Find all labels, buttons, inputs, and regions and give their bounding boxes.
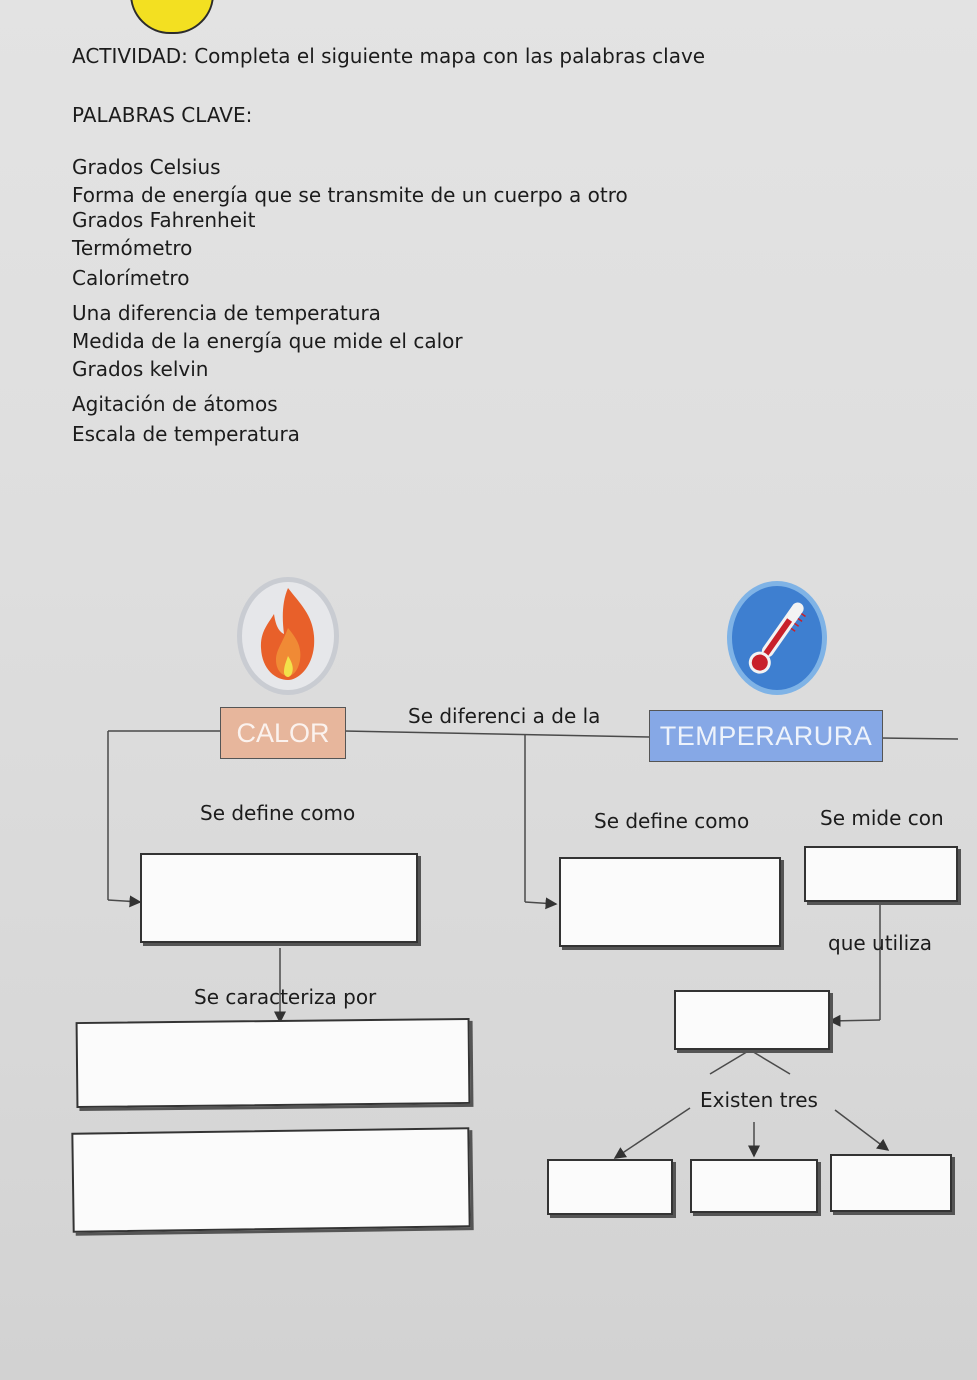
- keyword-item: Una diferencia de temperatura: [72, 300, 381, 325]
- thermometer-icon: [727, 581, 827, 695]
- answer-box-calor-definicion[interactable]: [140, 853, 418, 943]
- keywords-title: PALABRAS CLAVE:: [72, 103, 253, 127]
- link-utiliza: que utiliza: [828, 931, 932, 955]
- keyword-item: Grados Fahrenheit: [72, 207, 256, 232]
- keyword-item: Medida de la energía que mide el calor: [72, 329, 463, 353]
- link-calor-define: Se define como: [200, 801, 356, 825]
- keyword-item: Agitación de átomos: [72, 391, 278, 416]
- keyword-item: Escala de temperatura: [72, 422, 300, 446]
- link-temp-define: Se define como: [594, 809, 750, 833]
- link-temp-mide: Se mide con: [820, 806, 944, 830]
- flame-icon: [237, 577, 339, 695]
- link-calor-caracteriza: Se caracteriza por: [194, 985, 377, 1009]
- answer-box-calor-caracteristica-2[interactable]: [71, 1127, 471, 1233]
- keyword-item: Forma de energía que se transmite de un …: [72, 182, 628, 207]
- keyword-item: Grados kelvin: [72, 357, 209, 381]
- answer-box-escala-3[interactable]: [830, 1154, 952, 1212]
- answer-box-escala-2[interactable]: [690, 1159, 818, 1213]
- answer-box-temp-definicion[interactable]: [559, 857, 781, 947]
- keyword-item: Termómetro: [72, 235, 193, 260]
- keyword-item: Grados Celsius: [72, 155, 221, 179]
- calor-concept-box: CALOR: [220, 707, 346, 759]
- answer-box-escala-1[interactable]: [547, 1159, 673, 1215]
- temperatura-concept-box: TEMPERARURA: [649, 710, 883, 762]
- answer-box-calor-caracteristica-1[interactable]: [75, 1017, 471, 1109]
- answer-box-temp-utiliza[interactable]: [674, 990, 830, 1050]
- activity-heading: ACTIVIDAD: Completa el siguiente mapa co…: [72, 44, 706, 68]
- keyword-item: Calorímetro: [72, 266, 190, 290]
- link-existen: Existen tres: [700, 1088, 818, 1112]
- link-diferencia: Se diferenci a de la: [408, 704, 601, 728]
- answer-box-temp-instrumento[interactable]: [804, 846, 958, 902]
- keyword-list: Grados Celsius Forma de energía que se t…: [72, 152, 628, 450]
